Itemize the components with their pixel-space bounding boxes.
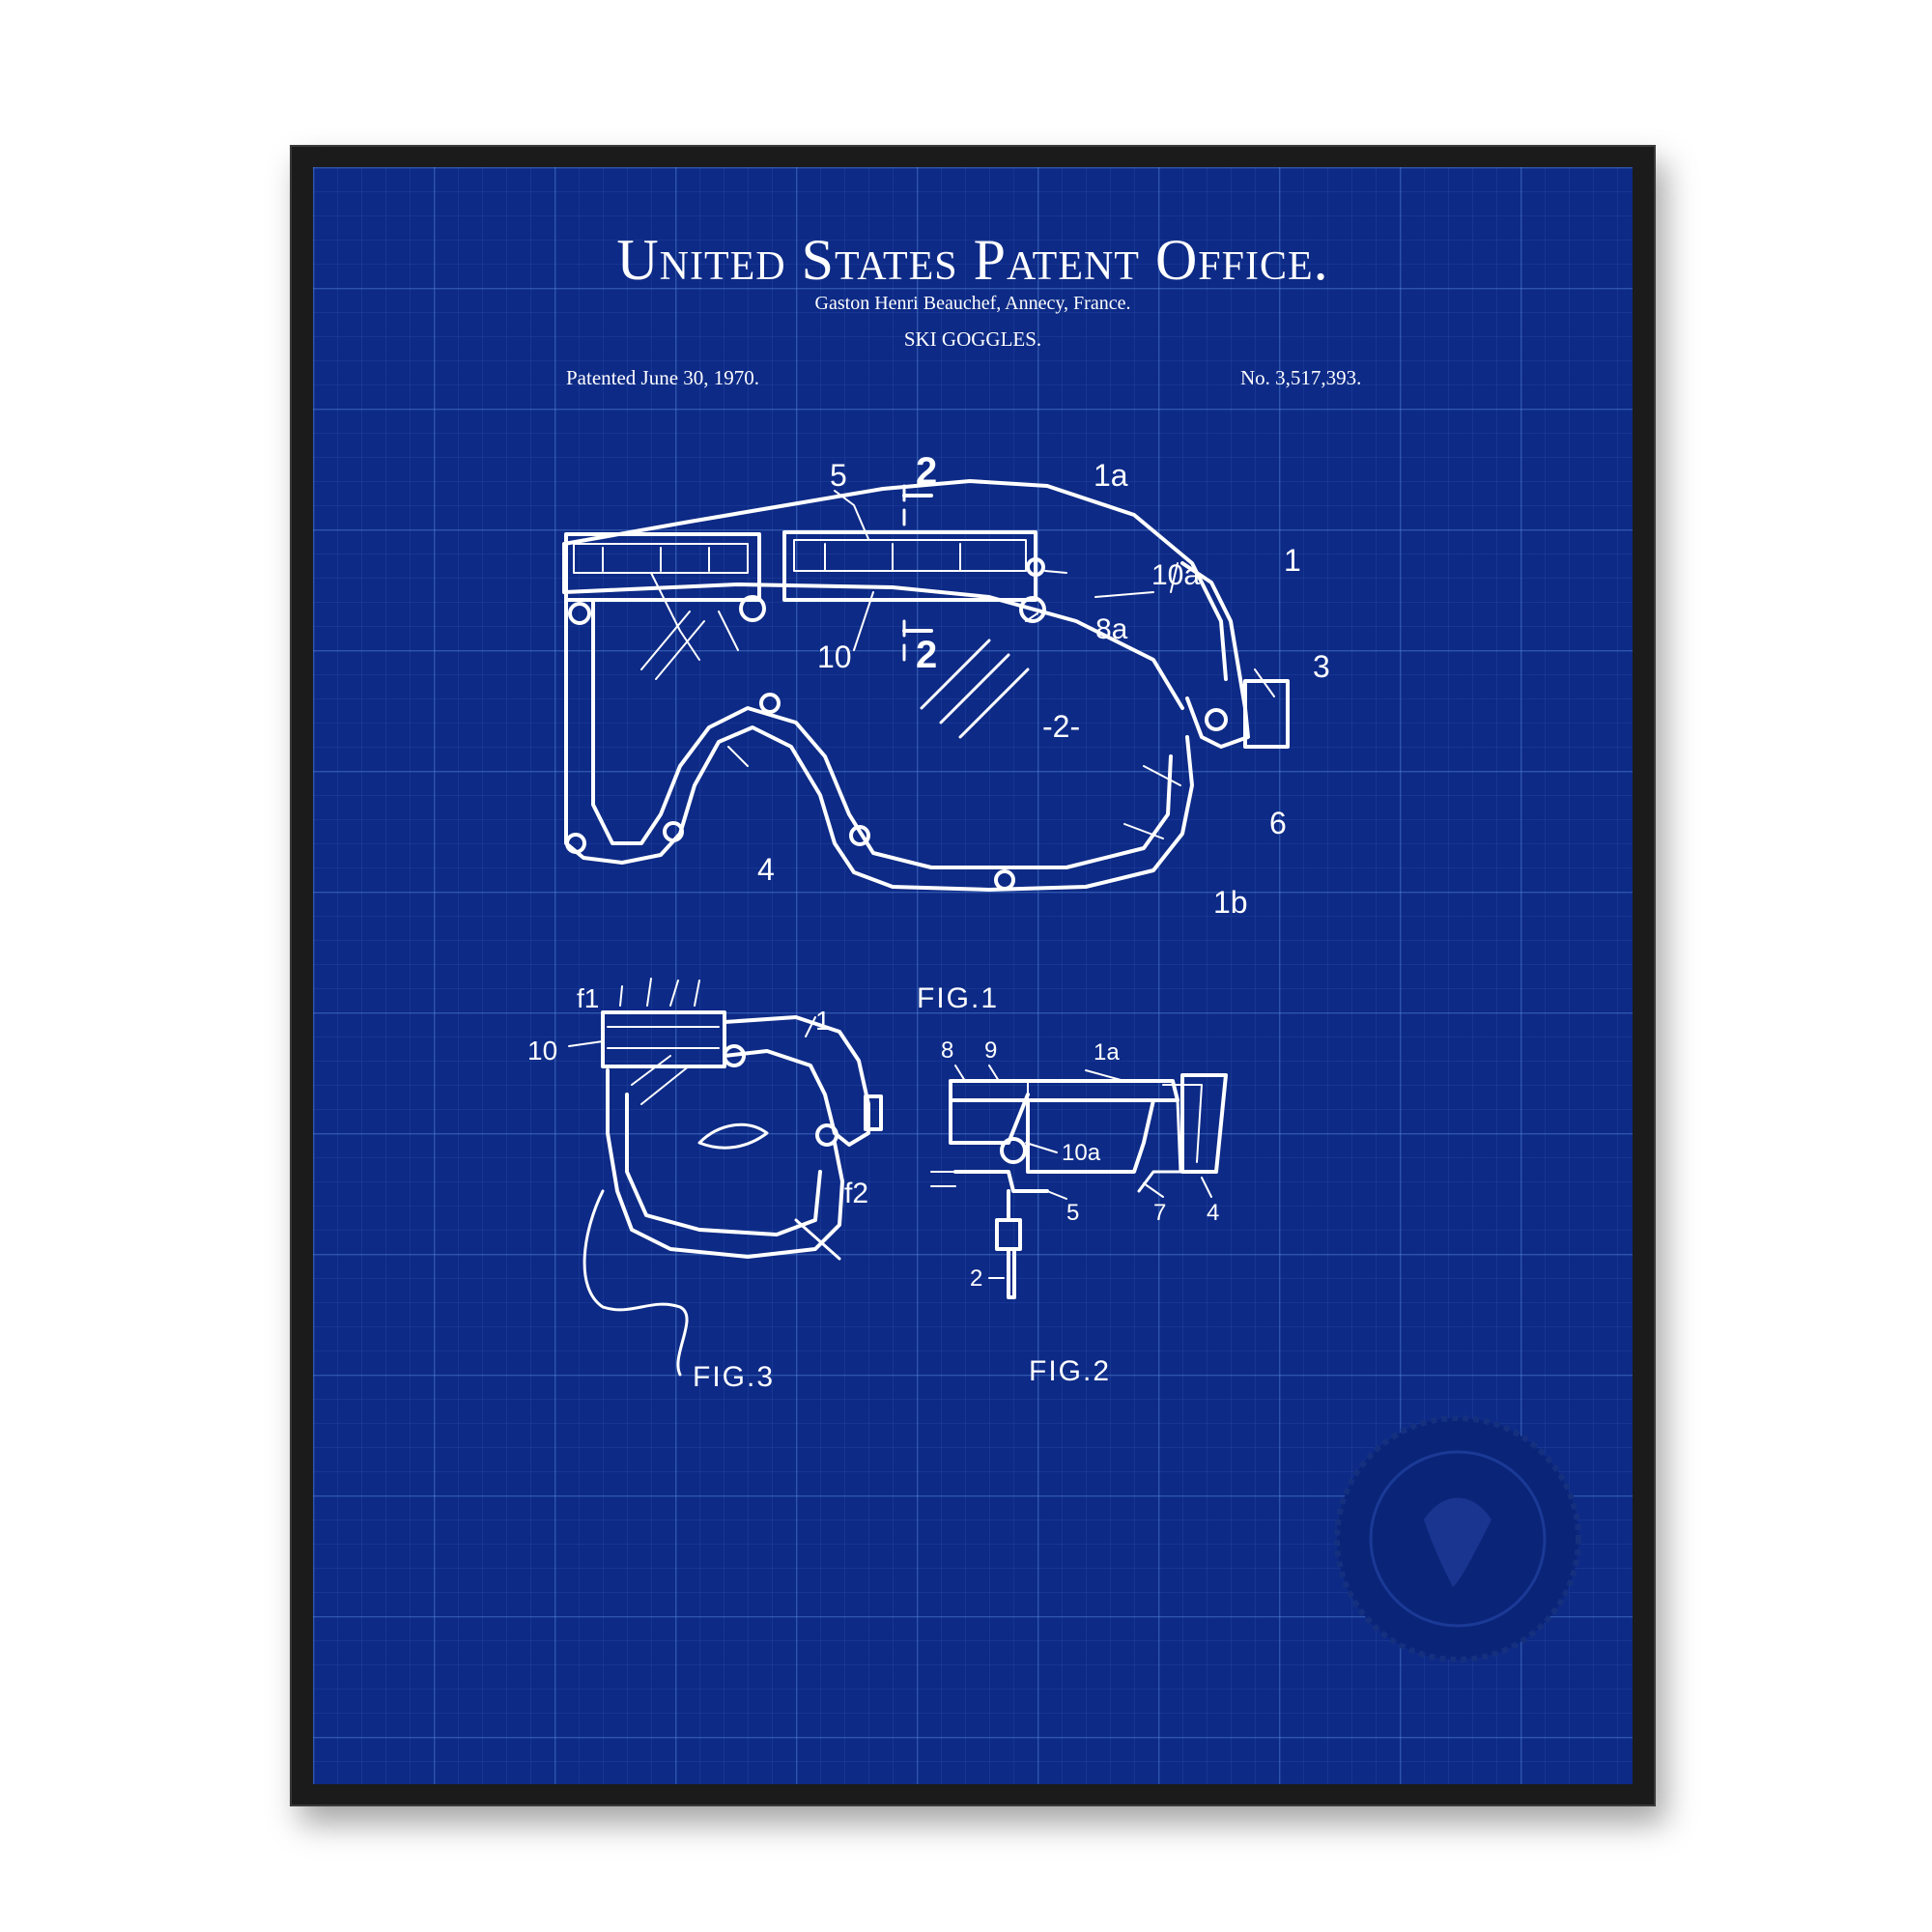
invention-name: SKI GOGGLES.: [903, 327, 1042, 351]
fig2-label-7: 7: [1153, 1200, 1166, 1226]
fig1-label-lens: -2-: [1042, 709, 1080, 744]
fig2-label-2: 2: [970, 1265, 982, 1292]
fig2-label-1a: 1a: [1094, 1039, 1120, 1065]
fig2-section-drawing: [930, 1065, 1228, 1299]
patent-office-title: United States Patent Office.: [616, 228, 1329, 292]
blueprint-poster: United States Patent Office. Gaston Henr…: [313, 167, 1633, 1784]
fig1-label-1b: 1b: [1213, 885, 1248, 920]
inventor-line: Gaston Henri Beauchef, Annecy, France.: [814, 293, 1131, 314]
fig1-label-3: 3: [1313, 649, 1330, 684]
fig1-label-8a: 8a: [1095, 613, 1128, 645]
fig3-goggles-drawing: [568, 978, 883, 1377]
fig1-label-1a: 1a: [1094, 458, 1128, 493]
fig2-label-4: 4: [1207, 1200, 1219, 1226]
fig1-label-section-top: 2: [916, 450, 937, 493]
patent-number: No. 3,517,393.: [1240, 366, 1362, 389]
fig1-label-section-bottom: 2: [916, 634, 937, 676]
fig2-label-10a: 10a: [1062, 1140, 1101, 1166]
embossed-seal: [1334, 1415, 1581, 1662]
fig1-label-5: 5: [830, 458, 847, 493]
fig3-label-f1: f1: [577, 983, 599, 1013]
fig1-label-4: 4: [757, 852, 775, 887]
fig1-goggles-drawing: [562, 479, 1290, 892]
fig3-caption: FIG.3: [693, 1361, 775, 1393]
fig1-label-1: 1: [1284, 543, 1301, 578]
fig1-label-10a: 10a: [1151, 559, 1200, 591]
patent-drawings: 5 2 1a 10a 1 3 8a 10 2 -2- 4 6 1b FIG.1 …: [527, 450, 1581, 1662]
fig3-label-1: 1: [815, 1006, 831, 1036]
fig3-label-f2: f2: [844, 1178, 868, 1209]
fig2-label-5: 5: [1066, 1200, 1079, 1226]
fig2-label-8: 8: [941, 1037, 953, 1064]
picture-frame: United States Patent Office. Gaston Henr…: [290, 145, 1656, 1806]
fig1-caption: FIG.1: [917, 982, 999, 1014]
fig1-label-10: 10: [817, 639, 852, 674]
fig1-label-6: 6: [1269, 806, 1287, 840]
fig2-label-9: 9: [984, 1037, 997, 1064]
fig2-caption: FIG.2: [1029, 1355, 1111, 1387]
patent-date: Patented June 30, 1970.: [566, 366, 760, 389]
fig3-label-10: 10: [527, 1036, 557, 1065]
